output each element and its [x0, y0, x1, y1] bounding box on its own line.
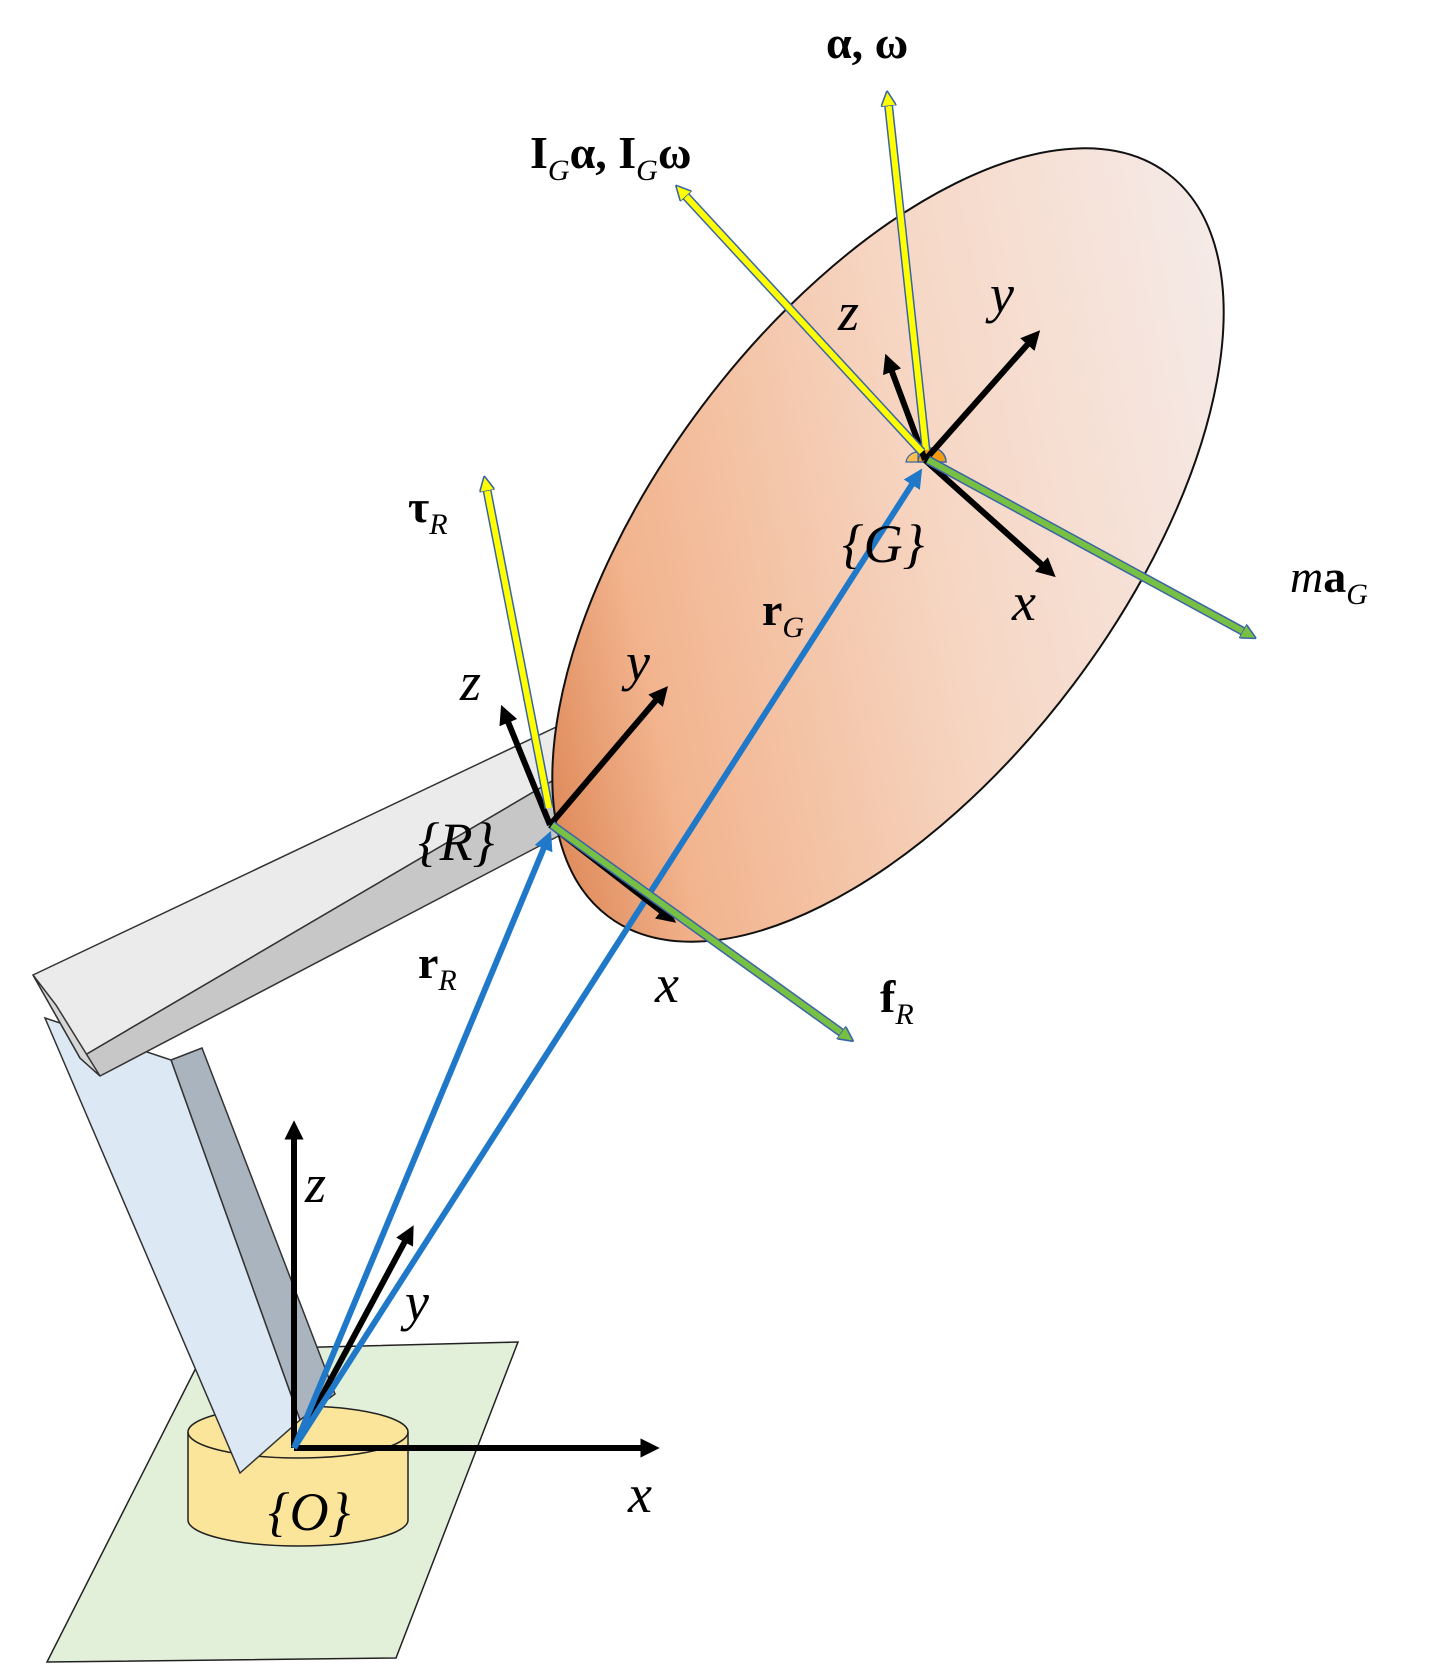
- frame-R-z-label: z: [459, 652, 481, 712]
- label-alpha-omega: α, ω: [826, 17, 908, 68]
- label-r-G: rG: [762, 584, 804, 644]
- vector-ma-G: [926, 457, 1248, 634]
- origin-frame-axes: [284, 1120, 660, 1458]
- vector-inertia: [682, 192, 925, 455]
- origin-z-label: z: [304, 1154, 326, 1214]
- disk-end-effector: [551, 147, 1225, 943]
- label-r-R: rR: [418, 937, 457, 997]
- vector-f-R: [550, 822, 846, 1036]
- label-inertia: IGα, IGω: [530, 127, 691, 187]
- vector-tau-R: [486, 485, 552, 809]
- origin-x-label: x: [627, 1464, 652, 1524]
- label-ma-G: maG: [1290, 551, 1368, 611]
- frame-G-z-label: z: [837, 282, 859, 342]
- origin-y-label: y: [400, 1272, 429, 1332]
- frame-G-label: {G}: [842, 514, 925, 574]
- torque-vectors: [486, 100, 931, 809]
- frame-G-y-label: y: [985, 264, 1014, 324]
- frame-R-z-axis: [499, 704, 553, 827]
- frame-G-x-axis: [922, 457, 1056, 578]
- origin-y-axis: [291, 1225, 414, 1450]
- frame-R-y-label: y: [621, 632, 650, 692]
- vector-alpha-omega: [888, 100, 929, 451]
- label-tau-R: τR: [408, 481, 448, 541]
- vector-r-G: [291, 468, 923, 1450]
- force-vectors: [549, 456, 1248, 1036]
- frame-R-y-axis: [547, 686, 668, 827]
- origin-frame-label: {O}: [268, 1482, 351, 1542]
- vector-r-R: [291, 830, 553, 1450]
- frame-G-y-axis: [922, 330, 1041, 462]
- label-f-R: fR: [880, 971, 914, 1031]
- frame-R-label: {R}: [418, 812, 495, 872]
- frame-G-x-label: x: [1011, 572, 1036, 632]
- frame-R-x-label: x: [654, 954, 679, 1014]
